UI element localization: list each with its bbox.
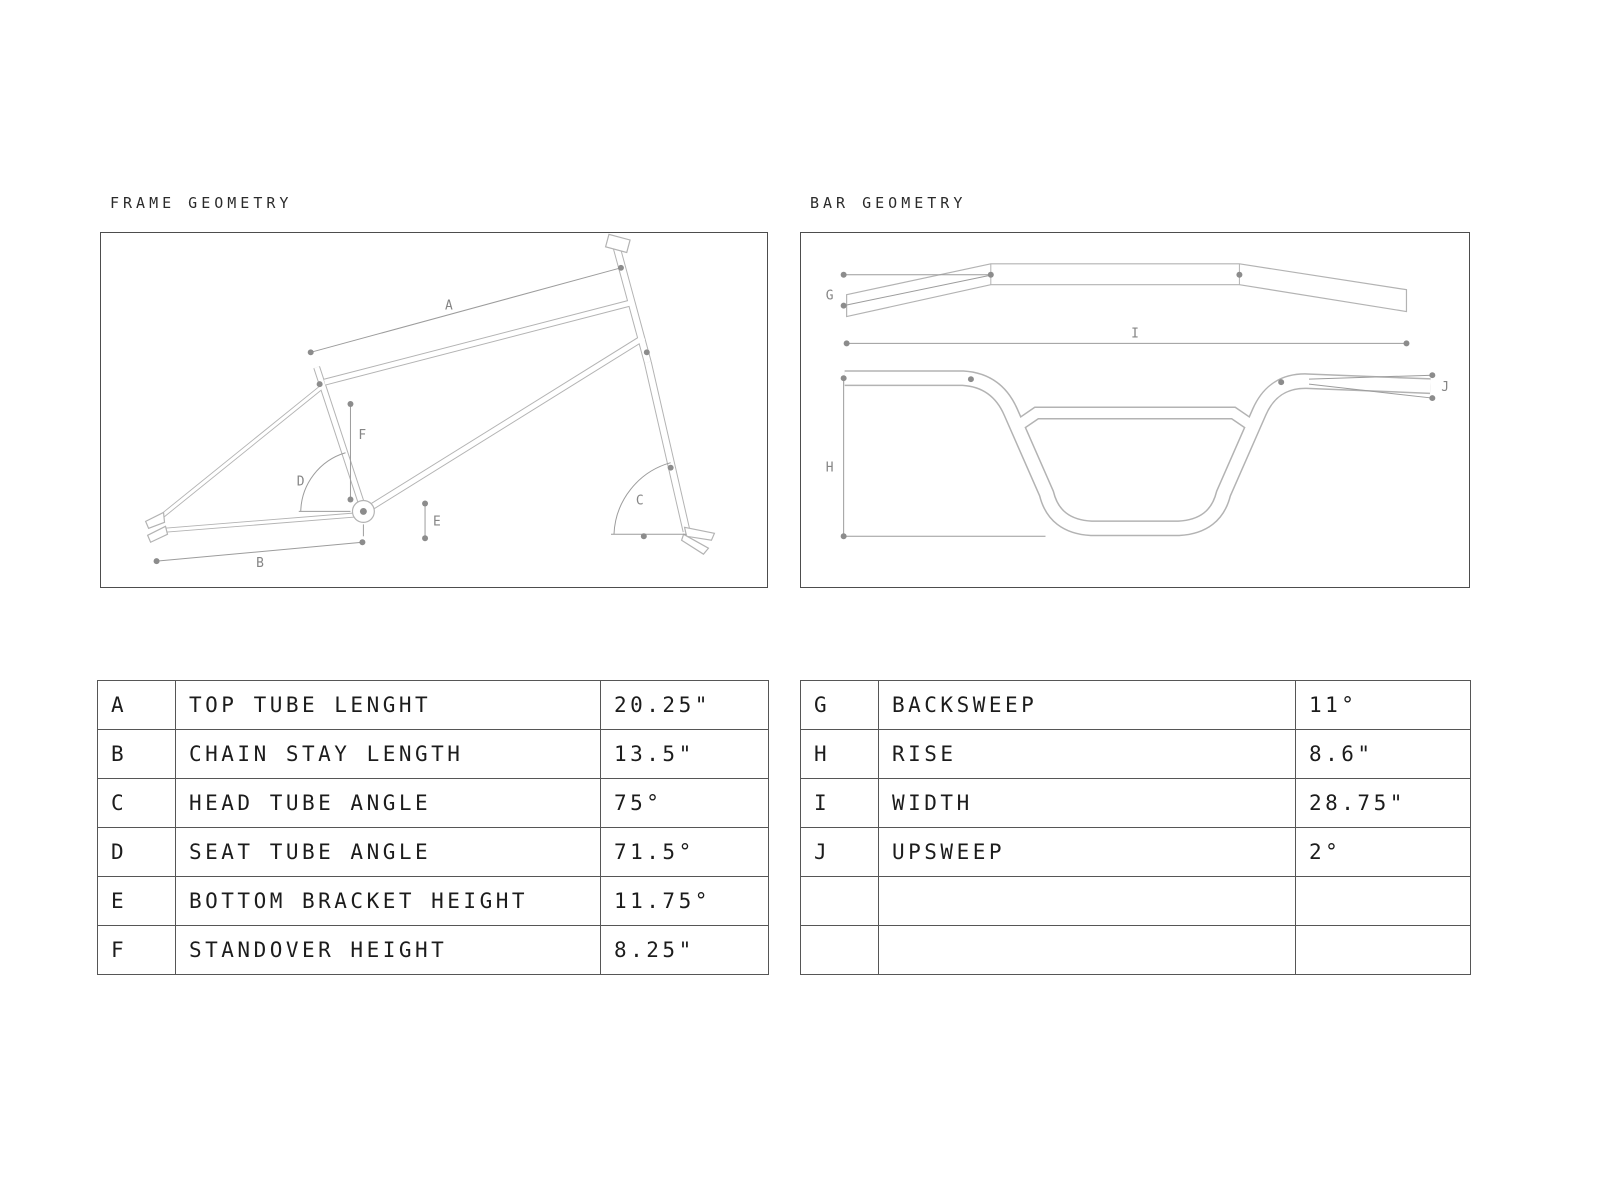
table-row: D SEAT TUBE ANGLE 71.5°	[97, 827, 769, 877]
spec-name: BOTTOM BRACKET HEIGHT	[175, 876, 601, 926]
spec-name: UPSWEEP	[878, 827, 1296, 877]
spec-value: 11°	[1295, 680, 1471, 730]
table-row: E BOTTOM BRACKET HEIGHT 11.75°	[97, 876, 769, 926]
table-row: A TOP TUBE LENGHT 20.25"	[97, 680, 769, 730]
spec-name: SEAT TUBE ANGLE	[175, 827, 601, 877]
handlebar-front-view-outline	[844, 370, 1431, 537]
spec-value: 71.5°	[600, 827, 769, 877]
dim-label-g: G	[826, 289, 836, 304]
spec-value: 28.75"	[1295, 778, 1471, 828]
bottom-bracket-center-dot	[359, 507, 367, 515]
spec-key	[800, 925, 879, 975]
bar-geometry-title: BAR GEOMETRY	[810, 194, 967, 212]
spec-name: CHAIN STAY LENGTH	[175, 729, 601, 779]
spec-key: G	[800, 680, 879, 730]
spec-key: A	[97, 680, 176, 730]
spec-value: 20.25"	[600, 680, 769, 730]
fork-dropout	[683, 526, 716, 541]
rear-dropout	[146, 525, 169, 544]
frame-dimension-labels: A B C D E F	[256, 299, 646, 572]
frame-dimension-lines	[156, 267, 687, 562]
spec-key: B	[97, 729, 176, 779]
table-row: I WIDTH 28.75"	[800, 778, 1471, 828]
spec-value: 8.6"	[1295, 729, 1471, 779]
crossbar-fill	[1014, 408, 1256, 431]
frame-diagram-svg: A B C D E F	[144, 233, 716, 572]
spec-name: WIDTH	[878, 778, 1296, 828]
spec-key: H	[800, 729, 879, 779]
bar-diagram-svg: G I H J	[826, 263, 1451, 540]
handlebar-top-view	[846, 263, 1408, 318]
spec-key: J	[800, 827, 879, 877]
table-row: B CHAIN STAY LENGTH 13.5"	[97, 729, 769, 779]
spec-key	[800, 876, 879, 926]
table-row	[800, 876, 1471, 926]
bar-spec-table: G BACKSWEEP 11° H RISE 8.6" I WIDTH 28.7…	[800, 680, 1471, 975]
spec-value: 75°	[600, 778, 769, 828]
spec-name: BACKSWEEP	[878, 680, 1296, 730]
bar-dimension-lines	[843, 274, 1433, 537]
spec-key: E	[97, 876, 176, 926]
spec-name: TOP TUBE LENGHT	[175, 680, 601, 730]
table-row: G BACKSWEEP 11°	[800, 680, 1471, 730]
dim-label-c: C	[636, 493, 646, 508]
dim-label-d: D	[297, 475, 307, 490]
spec-key: D	[97, 827, 176, 877]
spec-key: C	[97, 778, 176, 828]
table-row: H RISE 8.6"	[800, 729, 1471, 779]
dim-label-h: H	[826, 461, 836, 476]
stem-clamp	[604, 233, 631, 254]
spec-value: 2°	[1295, 827, 1471, 877]
dim-label-b: B	[256, 556, 266, 571]
dim-label-i: I	[1131, 326, 1141, 341]
spec-value: 11.75°	[600, 876, 769, 926]
spec-name: HEAD TUBE ANGLE	[175, 778, 601, 828]
frame-geometry-title: FRAME GEOMETRY	[110, 194, 293, 212]
table-row: J UPSWEEP 2°	[800, 827, 1471, 877]
frame-tubes-outline	[159, 243, 691, 533]
frame-dimension-dots	[153, 264, 674, 565]
spec-value: 8.25"	[600, 925, 769, 975]
dim-label-j: J	[1441, 380, 1451, 395]
dim-label-a: A	[445, 299, 455, 314]
bar-diagram-box: G I H J	[800, 232, 1470, 588]
bar-dimension-labels: G I H J	[826, 289, 1451, 476]
spec-name: STANDOVER HEIGHT	[175, 925, 601, 975]
spec-name: RISE	[878, 729, 1296, 779]
table-row	[800, 925, 1471, 975]
spec-key: F	[97, 925, 176, 975]
spec-name	[878, 925, 1296, 975]
frame-spec-table: A TOP TUBE LENGHT 20.25" B CHAIN STAY LE…	[97, 680, 769, 975]
spec-value	[1295, 876, 1471, 926]
dim-label-f: F	[358, 428, 368, 443]
frame-diagram-box: A B C D E F	[100, 232, 768, 588]
spec-value: 13.5"	[600, 729, 769, 779]
frame-tubes-fill	[160, 244, 690, 532]
table-row: C HEAD TUBE ANGLE 75°	[97, 778, 769, 828]
rear-dropout	[144, 511, 166, 530]
spec-value	[1295, 925, 1471, 975]
spec-name	[878, 876, 1296, 926]
dim-label-e: E	[433, 514, 443, 529]
bar-dimension-dots	[840, 271, 1436, 540]
table-row: F STANDOVER HEIGHT 8.25"	[97, 925, 769, 975]
spec-key: I	[800, 778, 879, 828]
fork-dropout	[680, 533, 710, 555]
handlebar-front-view-fill	[844, 371, 1431, 535]
